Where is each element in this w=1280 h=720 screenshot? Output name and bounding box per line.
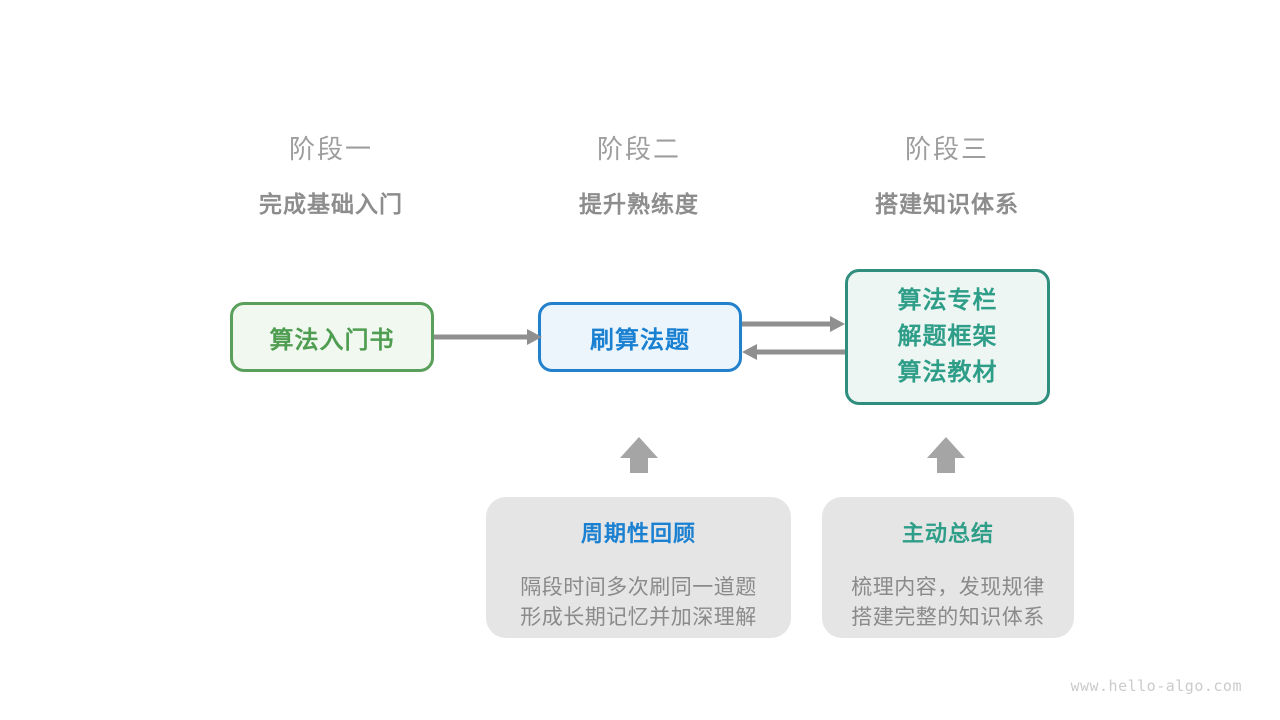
stage-3-header: 阶段三 搭建知识体系	[797, 129, 1097, 219]
note-active-summary-title: 主动总结	[901, 521, 994, 546]
stage-2-header: 阶段二 提升熟练度	[489, 129, 789, 219]
stage-2-title: 阶段二	[596, 134, 681, 164]
note-periodic-review: 周期性回顾 隔段时间多次刷同一道题 形成长期记忆并加深理解	[486, 497, 791, 638]
stage-2-subtitle: 提升熟练度	[579, 191, 699, 217]
stage-1-title: 阶段一	[288, 134, 373, 164]
watermark: www.hello-algo.com	[1070, 677, 1242, 695]
node-practice-problems-label: 刷算法题	[590, 326, 690, 354]
note-periodic-review-line-2: 形成长期记忆并加深理解	[520, 606, 757, 629]
node-intro-book-label: 算法入门书	[269, 326, 395, 354]
note-active-summary-line-2: 搭建完整的知识体系	[851, 606, 1045, 629]
note-active-summary-line-1: 梳理内容，发现规律	[851, 576, 1045, 599]
arrow-stage1-to-stage2-icon	[434, 329, 542, 345]
up-arrow-summary-icon	[927, 437, 965, 473]
note-active-summary-body: 梳理内容，发现规律 搭建完整的知识体系	[851, 573, 1045, 633]
arrow-stage3-to-stage2-icon	[742, 344, 845, 360]
up-arrow-review-icon	[620, 437, 658, 473]
stage-1-header: 阶段一 完成基础入门	[181, 129, 481, 219]
note-periodic-review-body: 隔段时间多次刷同一道题 形成长期记忆并加深理解	[520, 573, 757, 633]
node-practice-problems: 刷算法题	[538, 302, 742, 372]
node-knowledge-resources: 算法专栏 解题框架 算法教材	[845, 269, 1050, 405]
stage-3-title: 阶段三	[904, 134, 989, 164]
note-periodic-review-title: 周期性回顾	[580, 521, 696, 546]
node-resources-line-1: 算法专栏	[897, 287, 998, 314]
node-resources-line-3: 算法教材	[897, 359, 998, 386]
node-resources-line-2: 解题框架	[897, 323, 998, 350]
note-active-summary: 主动总结 梳理内容，发现规律 搭建完整的知识体系	[822, 497, 1074, 638]
node-intro-book: 算法入门书	[230, 302, 434, 372]
note-periodic-review-line-1: 隔段时间多次刷同一道题	[520, 576, 757, 599]
stage-1-subtitle: 完成基础入门	[259, 191, 403, 217]
arrow-stage2-to-stage3-icon	[742, 316, 845, 332]
stage-3-subtitle: 搭建知识体系	[875, 191, 1019, 217]
